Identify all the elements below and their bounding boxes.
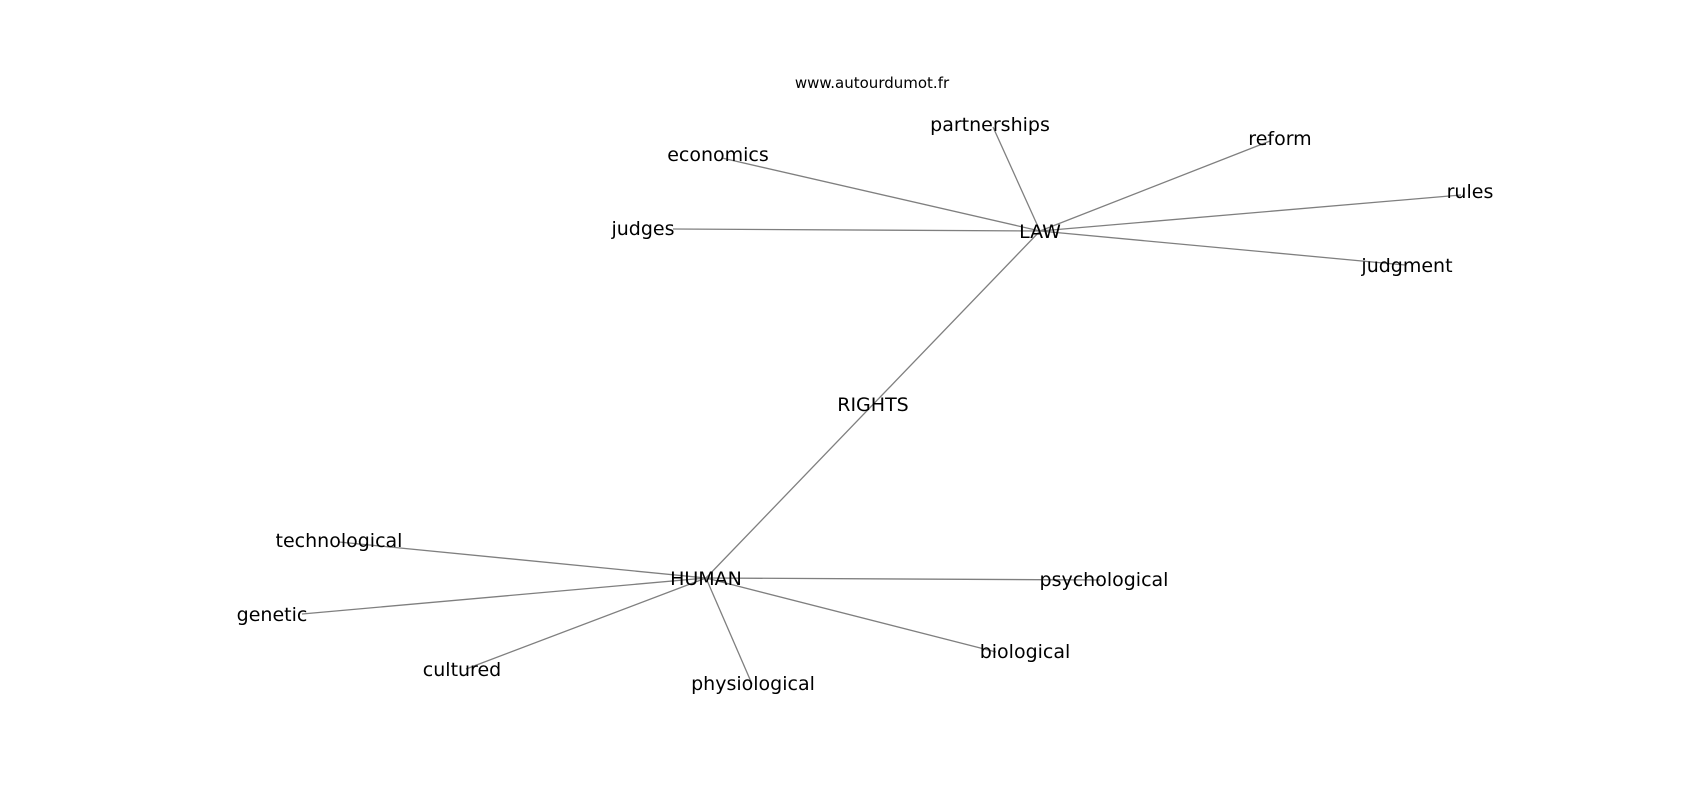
edge-human-biological <box>705 577 997 653</box>
node-label-genetic: genetic <box>237 604 308 626</box>
edge-law-economics <box>721 157 1041 232</box>
edge-law-reform <box>1039 140 1271 232</box>
node-label-law: LAW <box>1019 221 1061 243</box>
edge-human-physiological <box>705 577 753 685</box>
node-label-judgment: judgment <box>1360 255 1452 277</box>
edge-human-psychological <box>705 577 1101 581</box>
edge-human-cultured <box>465 577 707 670</box>
node-label-economics: economics <box>667 144 769 166</box>
node-label-cultured: cultured <box>423 659 501 681</box>
node-label-partnerships: partnerships <box>930 114 1050 136</box>
node-label-human: HUMAN <box>670 568 742 590</box>
node-label-rules: rules <box>1447 181 1494 203</box>
node-label-biological: biological <box>980 641 1071 663</box>
edge-law-human <box>705 230 1041 579</box>
source-watermark: www.autourdumot.fr <box>795 74 950 92</box>
edge-law-judgment <box>1039 230 1406 266</box>
edge-human-technological <box>338 541 707 579</box>
edge-law-partnerships <box>992 126 1041 232</box>
node-label-rights: RIGHTS <box>837 394 908 416</box>
edges-layer <box>301 126 1462 685</box>
node-label-physiological: physiological <box>691 673 815 695</box>
edge-law-judges <box>672 228 1041 232</box>
node-label-judges: judges <box>610 218 674 240</box>
node-label-reform: reform <box>1248 128 1311 150</box>
node-label-psychological: psychological <box>1040 569 1169 591</box>
edge-human-genetic <box>301 577 707 615</box>
edge-law-rules <box>1039 194 1462 232</box>
labels-layer: LAW HUMAN RIGHTS partnerships reform economic… <box>237 114 1494 695</box>
node-label-technological: technological <box>276 530 403 552</box>
